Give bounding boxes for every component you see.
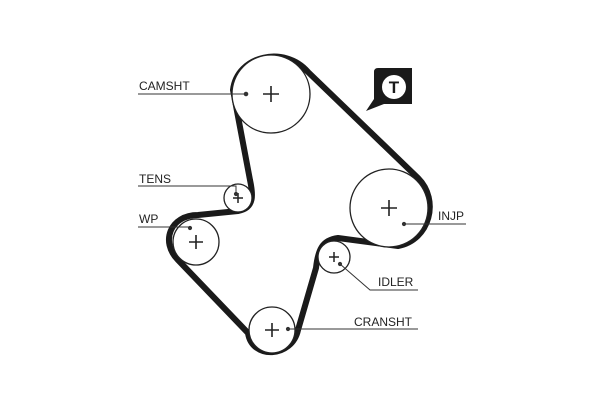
water-pump-center-mark	[189, 235, 203, 249]
tension-badge: T	[366, 68, 412, 111]
idler-pulley	[317, 240, 351, 274]
label-wp: WP	[139, 212, 158, 226]
crankshaft-center-mark	[265, 323, 279, 337]
camshaft-pulley	[231, 54, 311, 134]
label-idler: IDLER	[378, 275, 414, 289]
tens-leader	[138, 185, 237, 194]
camshaft-center-mark	[263, 86, 279, 102]
tensioner-pulley	[223, 183, 253, 213]
injection-pump-pulley	[349, 168, 429, 248]
leader-lines	[138, 91, 466, 332]
label-tens: TENS	[139, 172, 171, 186]
tensioner-center-mark	[233, 193, 243, 203]
crankshaft-pulley	[248, 306, 296, 354]
water-pump-pulley	[172, 218, 220, 266]
label-camsht: CAMSHT	[139, 79, 190, 93]
tension-badge-letter: T	[389, 78, 400, 97]
idler-center-mark	[329, 252, 339, 262]
label-injp: INJP	[438, 209, 464, 223]
timing-belt	[166, 53, 433, 356]
label-cransht: CRANSHT	[354, 315, 413, 329]
idler-leader	[339, 263, 418, 291]
injection-pump-center-mark	[381, 200, 397, 216]
